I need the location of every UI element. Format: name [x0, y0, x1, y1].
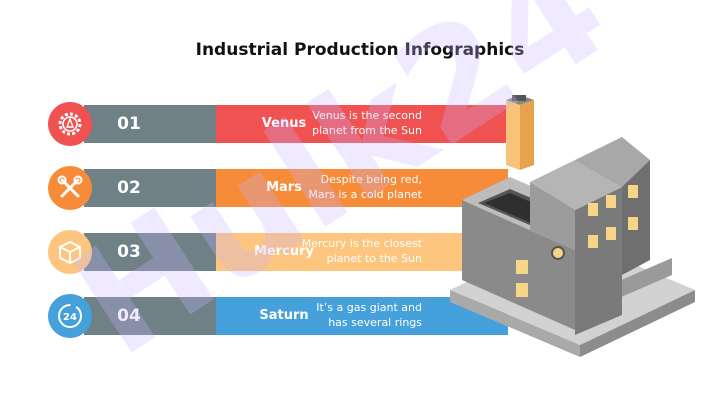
list-item: 24 04 Saturn It’s a gas giant and has se… — [48, 294, 508, 338]
icon-circle — [48, 294, 92, 338]
svg-text:24: 24 — [63, 312, 77, 323]
tools-icon — [57, 175, 83, 198]
page-title: Industrial Production Infographics — [195, 40, 525, 60]
number-box — [84, 105, 216, 143]
item-description: It’s a gas giant and has several rings — [298, 300, 422, 330]
number-box — [84, 169, 216, 207]
item-number: 03 — [117, 242, 141, 262]
item-description: Venus is the second planet from the Sun — [298, 108, 422, 138]
item-number: 04 — [117, 306, 141, 326]
item-description-line: Despite being red, — [320, 173, 422, 186]
number-box — [84, 297, 216, 335]
item-name: Mercury — [253, 244, 314, 259]
list-item: 03 Mercury Mercury is the closest planet… — [48, 230, 508, 274]
24-hours-icon: 24 — [58, 304, 82, 328]
factory-illustration — [450, 95, 695, 357]
item-number: 01 — [117, 114, 141, 134]
item-description-line: planet to the Sun — [326, 252, 422, 265]
item-band — [216, 233, 508, 271]
list-item: 02 Mars Despite being red, Mars is a col… — [48, 166, 508, 210]
list-item: 01 Venus Venus is the second planet from… — [48, 102, 508, 146]
item-description-line: It’s a gas giant and — [316, 301, 422, 314]
item-description-line: Mercury is the closest — [301, 237, 422, 250]
item-description-line: Venus is the second — [312, 109, 422, 122]
item-band — [216, 105, 508, 143]
item-description: Despite being red, Mars is a cold planet — [298, 172, 422, 202]
item-name: Saturn — [259, 308, 309, 323]
item-number: 02 — [117, 178, 141, 198]
item-description-line: has several rings — [328, 316, 422, 329]
item-description-line: Mars is a cold planet — [308, 188, 422, 201]
item-band — [216, 169, 508, 207]
item-name: Mars — [266, 180, 302, 195]
number-box — [84, 233, 216, 271]
icon-circle — [48, 102, 92, 146]
item-description: Mercury is the closest planet to the Sun — [298, 236, 422, 266]
item-name: Venus — [261, 116, 307, 131]
box-icon — [59, 240, 81, 265]
item-description-line: planet from the Sun — [312, 124, 422, 137]
gear-icon — [58, 112, 82, 136]
